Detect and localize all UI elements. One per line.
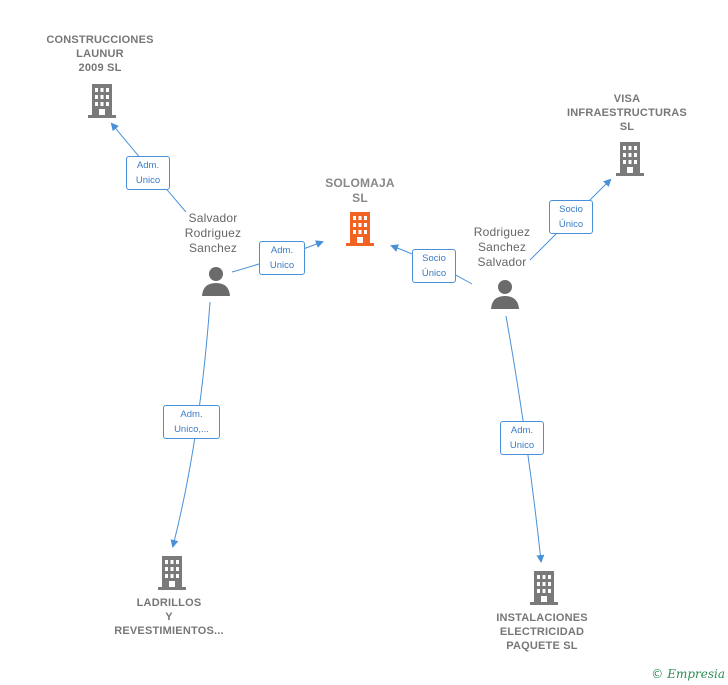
- brand-footer: ©Empresia: [651, 667, 725, 681]
- edge-label-socio-unico[interactable]: Socio Único: [412, 249, 456, 283]
- company-label-construcciones[interactable]: CONSTRUCCIONES LAUNUR 2009 SL: [46, 34, 154, 74]
- building-icon: [616, 142, 644, 176]
- person-label-salvador[interactable]: Salvador Rodriguez Sanchez: [184, 211, 242, 255]
- edge-label-adm-unico[interactable]: Adm. Unico: [500, 421, 544, 455]
- company-label-instalaciones[interactable]: INSTALACIONES ELECTRICIDAD PAQUETE SL: [496, 612, 588, 652]
- building-icon: [530, 571, 558, 605]
- person-icon: [491, 280, 519, 309]
- building-focus-icon: [346, 212, 374, 246]
- brand-logo: Empresia: [667, 667, 725, 681]
- person-icon: [202, 267, 230, 296]
- company-label-ladrillos[interactable]: LADRILLOS Y REVESTIMIENTOS...: [114, 597, 224, 637]
- building-icon: [158, 556, 186, 590]
- company-label-solomaja[interactable]: SOLOMAJA SL: [325, 176, 395, 205]
- edge-label-socio-unico[interactable]: Socio Único: [549, 200, 593, 234]
- copyright-icon: ©: [651, 667, 664, 681]
- person-label-rodriguez[interactable]: Rodriguez Sanchez Salvador: [473, 225, 531, 269]
- building-icon: [88, 84, 116, 118]
- edge-label-adm-unico[interactable]: Adm. Unico: [259, 241, 305, 275]
- edge-label-adm-unico[interactable]: Adm. Unico: [126, 156, 170, 190]
- edge-label-adm-unico[interactable]: Adm. Unico,...: [163, 405, 220, 439]
- company-label-visa[interactable]: VISA INFRAESTRUCTURAS SL: [567, 93, 687, 133]
